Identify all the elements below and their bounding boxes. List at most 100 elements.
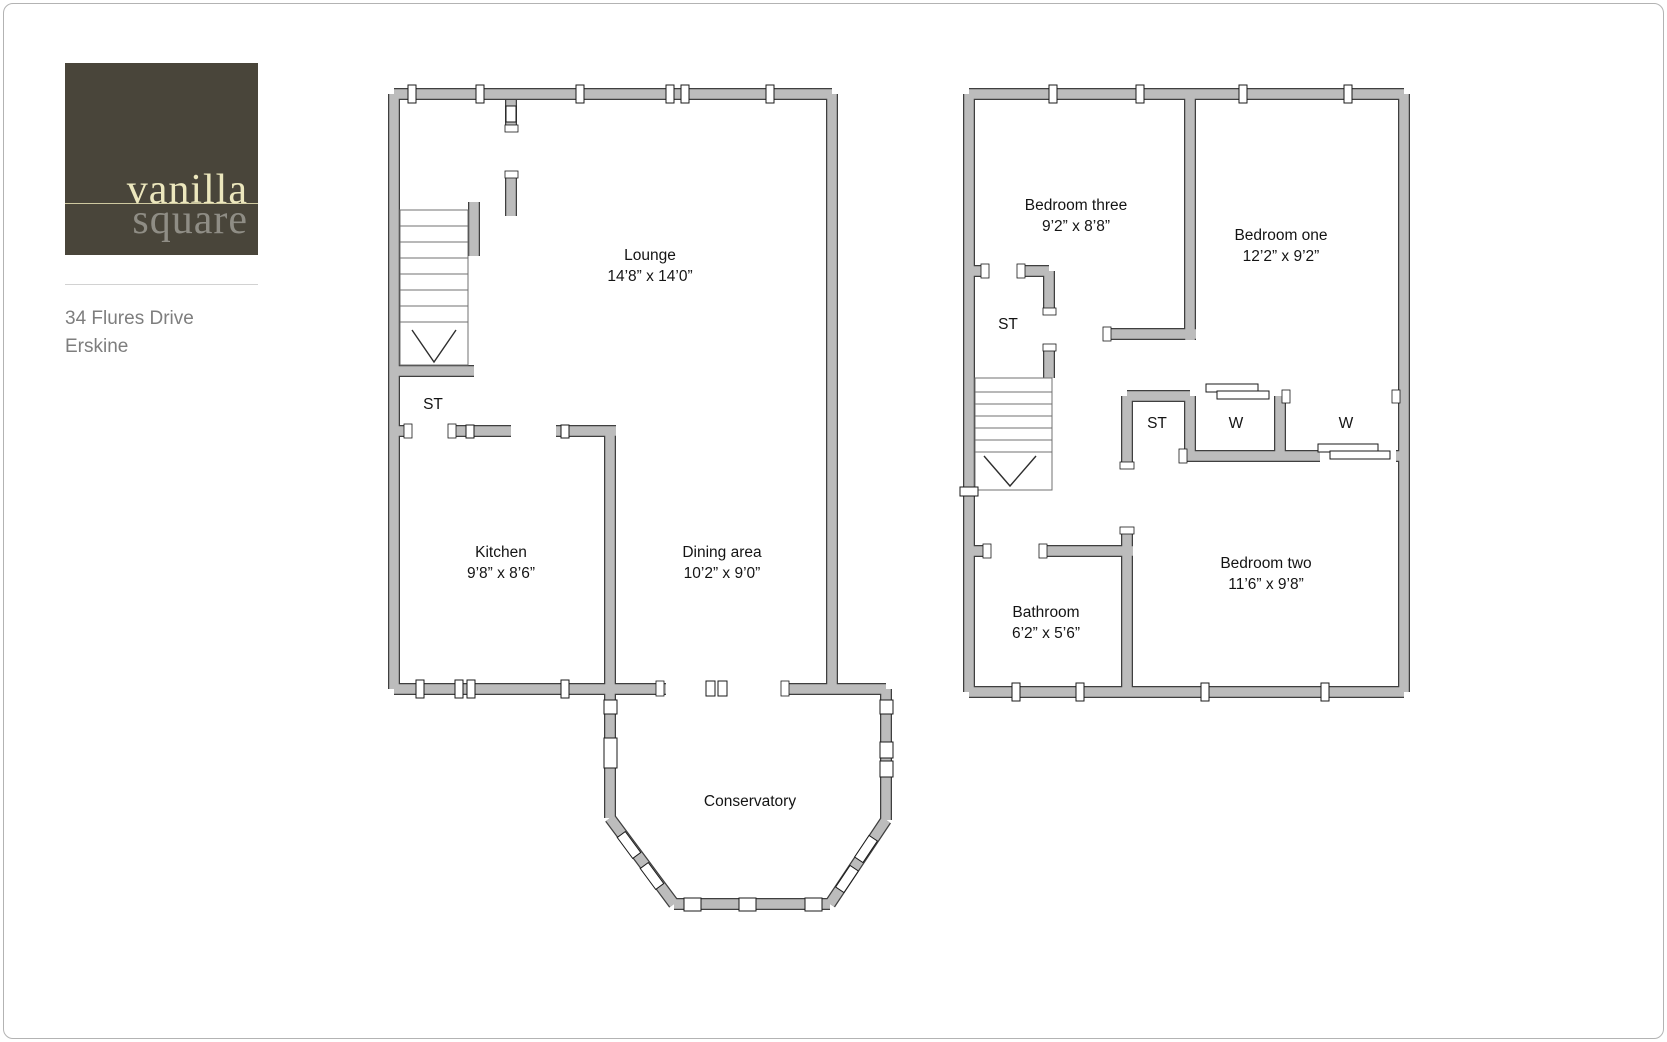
window [1048,84,1058,104]
window [804,897,823,912]
door-jamb [980,263,990,279]
room-label-conservatory: Conservatory [704,793,796,810]
room-labels-first: Bedroom three 9’2” x 8’8” Bedroom one 12… [998,197,1354,642]
property-address: 34 Flures Drive Erskine [65,305,194,361]
window [505,105,517,123]
window [639,861,665,891]
room-dims-bedroom-one: 12’2” x 9’2” [1243,248,1320,265]
window [415,679,425,699]
door-jamb [447,423,457,439]
door-jamb [1281,389,1291,404]
window [1200,682,1210,702]
window [616,830,642,860]
window [738,897,757,912]
door-jambs-first [980,263,1401,559]
door-jamb [504,124,519,133]
room-label-wardrobe-left: W [1229,415,1244,432]
first-floor-plan: Bedroom three 9’2” x 8’8” Bedroom one 12… [959,84,1410,702]
window [879,760,894,778]
windows-ground [407,84,775,699]
door-jambs-ground [403,124,790,697]
window [475,84,485,104]
first-floor-walls-fill [964,89,1409,697]
stair-outline [399,209,469,366]
door-jamb [780,680,790,697]
agency-logo: vanilla square [65,63,258,255]
stair-outline [974,377,1053,491]
room-dims-kitchen: 9’8” x 8’6” [467,565,535,582]
room-label-store-landing: ST [998,316,1018,333]
door-jamb [982,543,992,559]
door-jamb [504,170,519,179]
door-jamb [403,423,413,439]
ground-floor-plan: Lounge 14’8” x 14’0” ST Kitchen 9’8” x 8… [388,84,894,912]
address-divider [65,284,258,285]
logo-word-square: square [132,197,248,243]
room-labels-ground: Lounge 14’8” x 14’0” ST Kitchen 9’8” x 8… [423,247,796,810]
address-line-1: 34 Flures Drive [65,308,194,329]
room-dims-lounge: 14’8” x 14’0” [607,268,692,285]
stair-direction-arrow [983,455,1037,488]
wardrobe-rails [1205,383,1391,460]
room-label-bathroom: Bathroom [1012,604,1079,621]
window [834,864,860,894]
conservatory-double-door [705,680,728,697]
address-line-2: Erskine [65,336,129,357]
room-label-wardrobe-right: W [1339,415,1354,432]
window [560,424,570,439]
window [560,679,570,699]
door-jamb [1102,326,1112,342]
window [879,699,894,715]
conservatory-windows [603,699,894,912]
logo-word-vanilla: vanilla [126,167,248,213]
staircase-first [974,377,1053,491]
room-label-kitchen: Kitchen [475,544,527,561]
page-border [3,3,1664,1039]
window [1011,682,1021,702]
room-label-store: ST [423,396,443,413]
staircase-ground [399,209,469,366]
window [1135,84,1145,104]
room-label-store-closet: ST [1147,415,1167,432]
door-leaf [705,680,716,697]
window [959,486,979,497]
window [765,84,775,104]
window [853,834,879,864]
room-label-lounge: Lounge [624,247,676,264]
door-jamb [1042,307,1057,316]
logo-rule [65,203,258,204]
window [575,84,585,104]
door-leaf [717,680,728,697]
door-jamb [1038,543,1048,559]
room-dims-bathroom: 6’2” x 5’6” [1012,625,1080,642]
window [1320,682,1330,702]
window [454,679,464,699]
window [683,897,702,912]
door-jamb [1119,461,1135,470]
window [680,84,690,104]
door-jamb [1016,263,1026,279]
window [665,84,675,104]
room-dims-bedroom-three: 9’2” x 8’8” [1042,218,1110,235]
window [1343,84,1353,104]
room-label-bedroom-one: Bedroom one [1234,227,1327,244]
room-label-bedroom-two: Bedroom two [1220,555,1311,572]
door-jamb [1391,389,1401,404]
window [465,424,475,439]
wardrobe-rail [1216,390,1270,400]
window [603,737,618,769]
stair-treads [975,391,1052,453]
windows-first [959,84,1353,702]
window [879,741,894,759]
room-dims-dining: 10’2” x 9’0” [684,565,761,582]
stair-direction-arrow [411,329,457,364]
wardrobe-rail [1329,450,1391,460]
door-jamb [655,680,665,697]
door-jamb [1178,448,1188,464]
window [1075,682,1085,702]
door-jamb [1119,526,1135,535]
room-label-dining: Dining area [682,544,762,561]
stair-treads [400,225,468,323]
window [407,84,417,104]
